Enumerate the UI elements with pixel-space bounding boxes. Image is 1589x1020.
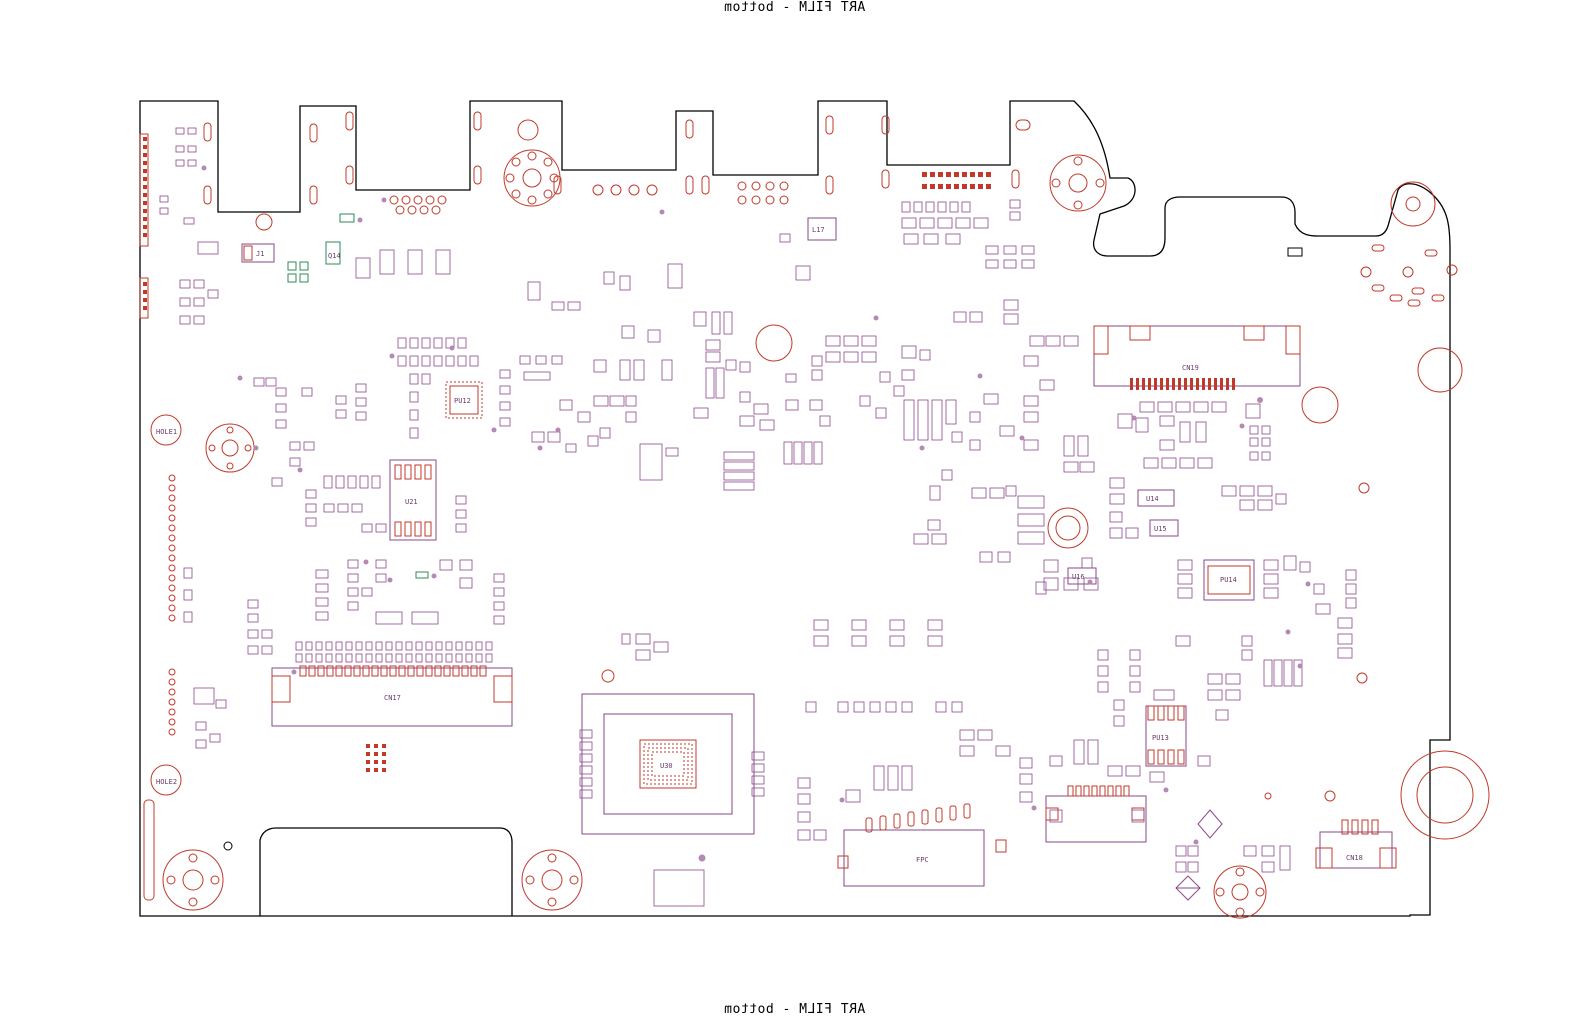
hole2-label: HOLE2 [156, 778, 177, 786]
via-grid [366, 744, 386, 772]
vias [201, 165, 1311, 862]
misc-holes [223, 247, 1303, 851]
cn19-label: CN19 [1182, 364, 1199, 372]
cn18-connector [1315, 819, 1397, 869]
cn17-label: CN17 [384, 694, 401, 702]
u14-part [1137, 489, 1175, 507]
cn19-pins [1130, 378, 1235, 390]
pu12-label: PU12 [454, 397, 471, 405]
j1-part [241, 243, 275, 263]
bottom-mid-pins [1067, 785, 1130, 797]
hole1-label: HOLE1 [156, 428, 177, 436]
polarity-marks [1175, 809, 1223, 901]
u15-label: U15 [1154, 525, 1167, 533]
fpc-label: FPC [916, 856, 929, 864]
pu14-label: PU14 [1220, 576, 1237, 584]
fpc-pins [865, 803, 971, 833]
u30-label: U30 [660, 762, 673, 770]
bottom-mid-connector [1045, 795, 1147, 843]
u30-balls [643, 743, 693, 785]
board-outline [139, 100, 1451, 917]
top-pad-rows [922, 172, 991, 189]
left-pad-circles [168, 474, 176, 736]
fiducial-parts [287, 213, 429, 579]
pu12-qfn [445, 381, 483, 419]
l17-label: L17 [812, 226, 825, 234]
left-edge-pad-row [143, 137, 147, 310]
u14-label: U14 [1146, 495, 1159, 503]
left-edge-pads [139, 133, 155, 901]
top-round-pads [389, 181, 1458, 802]
q14-label: Q14 [328, 252, 341, 260]
cn19-connector [1093, 325, 1301, 387]
connector-slots [203, 111, 1031, 205]
cn17-connector [271, 667, 513, 727]
cn17-pins [299, 665, 487, 677]
smd-footprints [159, 127, 1357, 907]
u16-label: U16 [1072, 573, 1085, 581]
j1-label: J1 [256, 250, 264, 258]
pu14-package [1203, 559, 1255, 601]
pu13-label: PU13 [1152, 734, 1169, 742]
film-title-bottom: ART FILM - bottom [723, 1002, 866, 1017]
bottom-notch [259, 827, 513, 916]
pu13-package [1145, 705, 1187, 767]
u21-package [389, 459, 437, 541]
u15-part [1149, 519, 1179, 537]
right-pill-pads [1371, 244, 1445, 307]
l17-part [807, 217, 837, 241]
cn18-label: CN18 [1346, 854, 1363, 862]
u21-label: U21 [405, 498, 418, 506]
fpc-connector [837, 829, 1007, 887]
mounting-hole-ring-pads [166, 151, 1265, 917]
